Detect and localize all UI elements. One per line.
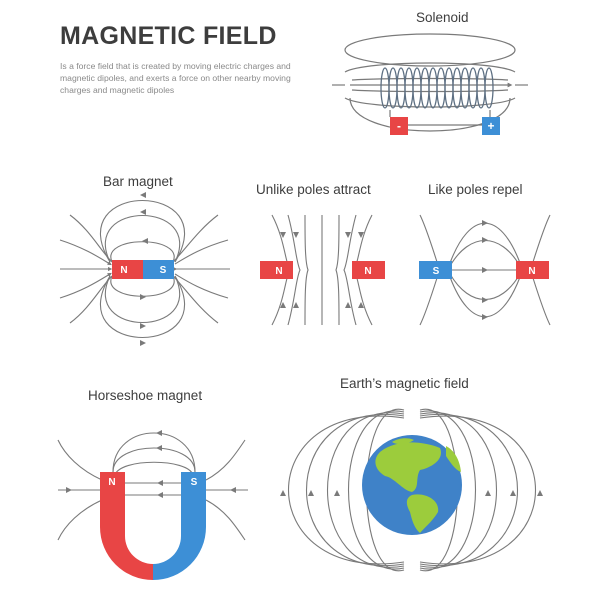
unlike-poles-left-magnet (260, 261, 293, 279)
horseshoe-arrows (66, 430, 236, 498)
solenoid-outer-loop-top (344, 33, 516, 67)
greenland-landmass (392, 438, 414, 445)
solenoid-positive-symbol: + (487, 119, 494, 133)
solenoid-positive-terminal (482, 117, 500, 135)
solenoid-coil-loop (380, 67, 390, 109)
earth-field-line-left (288, 415, 405, 565)
solenoid-diagram (332, 33, 528, 132)
solenoid-field-arc-bottom (344, 97, 516, 108)
like-poles-left-label: S (433, 266, 440, 277)
page-title: MAGNETIC FIELD (60, 22, 277, 50)
solenoid-field-arc-top (344, 62, 516, 73)
solenoid-coil-loop (428, 67, 438, 109)
solenoid-negative-symbol: - (397, 119, 401, 133)
unlike-poles-right-magnet (352, 261, 385, 279)
horseshoe-magnet-label: Horseshoe magnet (88, 388, 203, 403)
bar-magnet-arrows (140, 192, 148, 346)
unlike-poles-arrows (280, 232, 364, 308)
earth-field-line-right (419, 413, 519, 567)
solenoid-coil-loop (444, 67, 454, 109)
solenoid-outer-loop-bottom (349, 97, 511, 132)
bar-magnet-south-label: S (160, 265, 167, 276)
like-poles-left-magnet (419, 261, 452, 279)
solenoid-coil-loop (476, 67, 486, 109)
unlike-poles-right-label: N (364, 266, 371, 277)
solenoid-negative-terminal (390, 117, 408, 135)
unlike-poles-left-label: N (275, 266, 282, 277)
earth-field-line-right (419, 410, 476, 570)
solenoid-field-line-lower (351, 89, 509, 93)
europe-africa-landmass (446, 446, 461, 472)
bar-magnet-north (112, 260, 143, 279)
horseshoe-south-arm (153, 472, 206, 580)
solenoid-coil-loop (420, 67, 430, 109)
earth-field-line-left (348, 410, 405, 570)
unlike-poles-field-lines (271, 214, 373, 326)
north-america-landmass (375, 442, 441, 492)
unlike-poles-label: Unlike poles attract (256, 182, 371, 197)
earth-field-line-right (419, 415, 536, 565)
horseshoe-north-arm (100, 472, 153, 580)
horseshoe-field-lines (57, 432, 248, 541)
like-poles-right-label: N (528, 266, 535, 277)
bar-magnet-field-lines (59, 200, 230, 338)
south-america-landmass (406, 494, 439, 533)
earth-field-arrows (280, 490, 543, 496)
earth-globe (362, 435, 462, 535)
like-poles-arrows (482, 220, 488, 320)
earth-field-label: Earth’s magnetic field (340, 376, 469, 391)
solenoid-coil-loop (404, 67, 414, 109)
solenoid-coil-loop (452, 67, 462, 109)
solenoid-coil-loop (468, 67, 478, 109)
like-poles-label: Like poles repel (428, 182, 523, 197)
solenoid-coil-loop (460, 67, 470, 109)
solenoid-coil-loop (484, 67, 494, 109)
solenoid-coil-loop (388, 67, 398, 109)
earth-field-line-left (305, 413, 405, 567)
like-poles-right-magnet (516, 261, 549, 279)
solenoid-coil-loop (436, 67, 446, 109)
solenoid-coil-loop (412, 67, 422, 109)
bar-magnet-label: Bar magnet (103, 174, 173, 189)
solenoid-coil-loop (396, 67, 406, 109)
bar-magnet-north-label: N (120, 265, 127, 276)
solenoid-label: Solenoid (416, 10, 469, 25)
horseshoe-north-label: N (108, 477, 115, 488)
horseshoe-south-label: S (191, 477, 198, 488)
page-description: Is a force field that is created by movi… (60, 61, 291, 95)
solenoid-coil (380, 67, 494, 109)
bar-magnet-south (143, 260, 174, 279)
